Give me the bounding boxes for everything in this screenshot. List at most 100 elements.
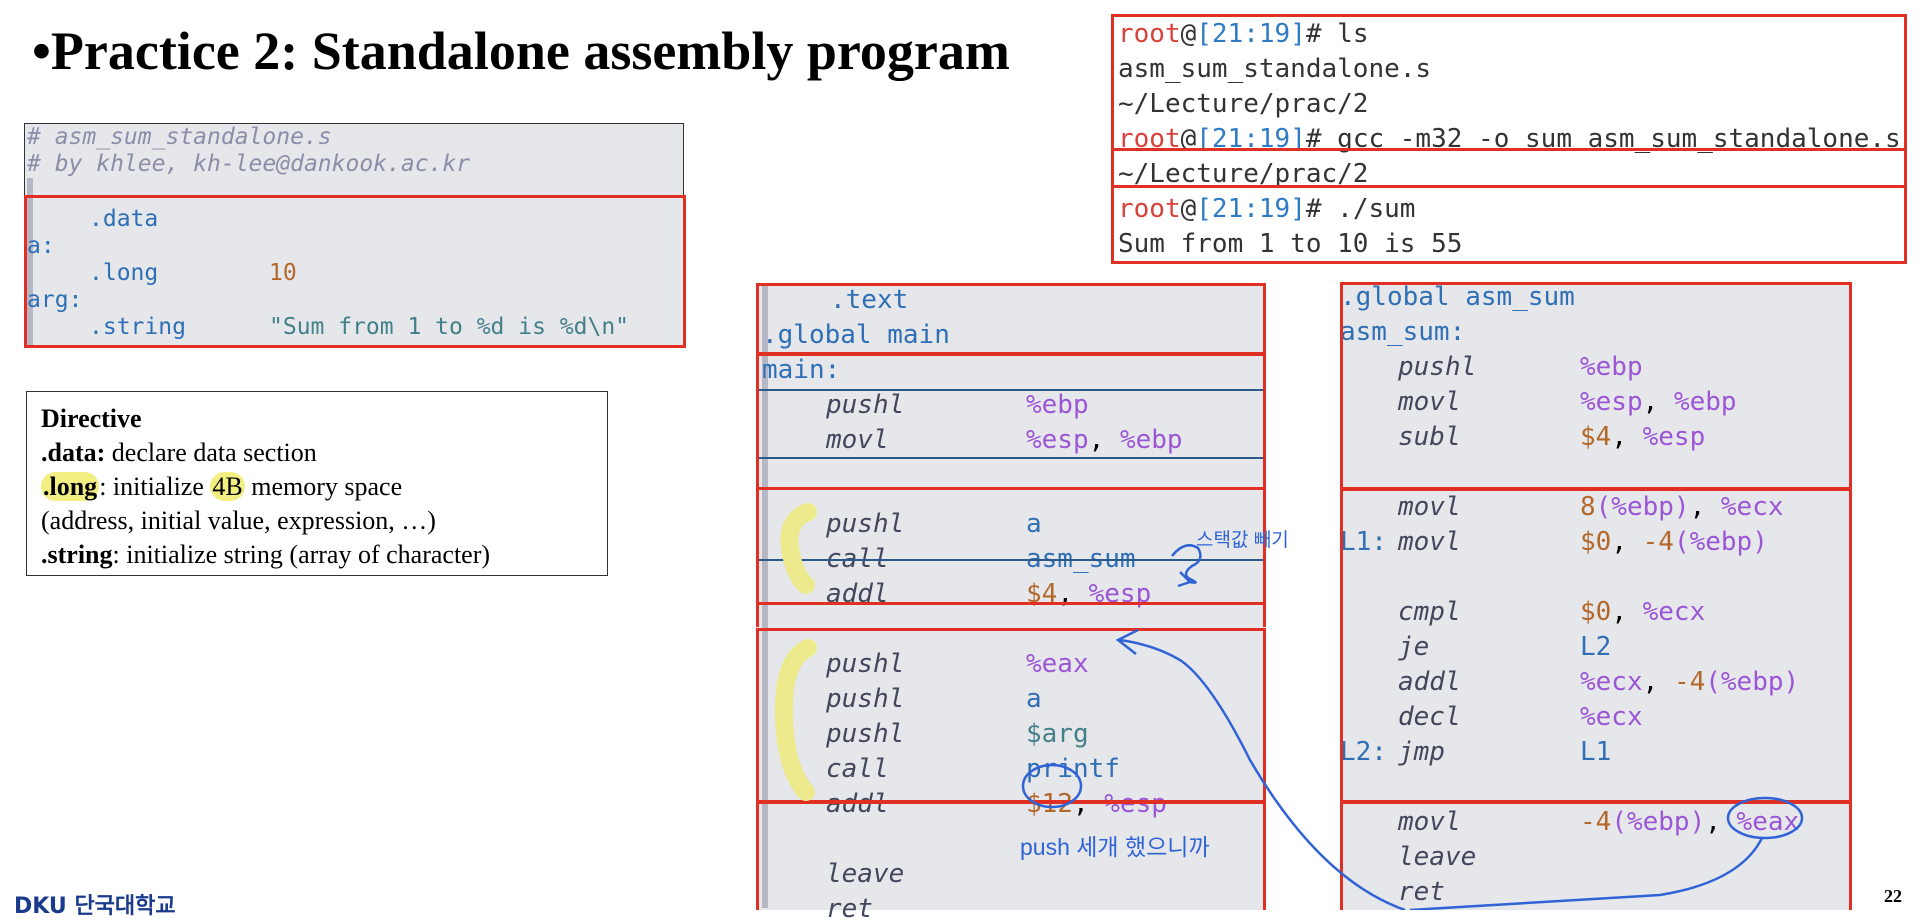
asm-sum-instruction-row: movl %esp, %ebp <box>1398 387 1737 417</box>
instruction-operands: %esp, %ebp <box>1580 387 1737 417</box>
return-arrow <box>1409 837 1764 910</box>
instruction-mnemonic: movl <box>1398 387 1461 417</box>
instruction-operands: %eax <box>1026 649 1089 679</box>
asm-sum-instruction-row: movl$0, -4(%ebp) <box>1398 527 1768 557</box>
page-number: 22 <box>1884 886 1902 906</box>
instruction-mnemonic: je <box>1398 632 1430 662</box>
directive-long-row: .long: initialize 4B memory space <box>41 470 593 504</box>
asm-sum-instruction-row: je L2 <box>1398 632 1611 662</box>
instruction-mnemonic: pushl <box>826 390 905 420</box>
asm-sum-label: asm_sum: <box>1340 317 1466 347</box>
string-directive: .string <box>89 314 186 340</box>
instruction-mnemonic: ret <box>1398 877 1445 907</box>
circle-mark <box>1726 796 1804 840</box>
asm-sum-instruction-row: ret <box>1398 877 1445 907</box>
terminal-line-6: root@[21:19]# ./sum <box>1118 194 1416 224</box>
return-arrow <box>1119 638 1406 910</box>
asm-sum-instruction-row: subl $4, %esp <box>1398 422 1705 452</box>
instruction-operands: $4, %esp <box>1580 422 1706 452</box>
main-instruction-row: pushl a <box>826 684 1042 714</box>
global-main-line: .global main <box>762 320 950 350</box>
instruction-operands: a <box>1026 509 1042 539</box>
asm-sum-instruction-row: leave <box>1398 842 1476 872</box>
instruction-operands: %ebp <box>1580 352 1643 382</box>
directive-long-term: .long <box>41 472 100 501</box>
instruction-mnemonic: movl <box>826 425 889 455</box>
title-text: Practice 2: Standalone assembly program <box>50 21 1010 81</box>
asm-sum-instruction-row: movl-4(%ebp), %eax <box>1398 807 1799 837</box>
instruction-operands: %ecx <box>1580 702 1643 732</box>
asm-sum-return-box <box>1340 800 1852 910</box>
arrow-head <box>1115 628 1139 655</box>
label-a: a: <box>27 233 55 259</box>
code-comment-1: # asm_sum_standalone.s <box>27 124 332 150</box>
main-instruction-row: pushl%eax <box>826 649 1089 679</box>
instruction-operands: %esp, %ebp <box>1026 425 1183 455</box>
instruction-operands: a <box>1026 684 1042 714</box>
asm-sum-instruction-row: addl %ecx, -4(%ebp) <box>1398 667 1799 697</box>
directive-string-row: .string: initialize string (array of cha… <box>41 538 593 572</box>
instruction-operands: L2 <box>1580 632 1612 662</box>
directive-string-desc: : initialize string (array of character) <box>112 540 491 569</box>
push-note: push 세개 했으니까 <box>1020 834 1210 860</box>
instruction-mnemonic: pushl <box>826 719 905 749</box>
code-comment-2: # by khlee, kh-lee@dankook.ac.kr <box>27 151 471 177</box>
terminal-line-1: root@[21:19]# ls <box>1118 19 1369 49</box>
instruction-operands: $0, %ecx <box>1580 597 1706 627</box>
instruction-operands: printf <box>1026 754 1120 784</box>
directive-long-size: 4B <box>210 472 245 501</box>
directive-heading: Directive <box>41 404 142 433</box>
instruction-mnemonic: jmp <box>1398 737 1445 767</box>
instruction-mnemonic: subl <box>1398 422 1461 452</box>
slide-title: •Practice 2: Standalone assembly program <box>32 20 1010 82</box>
data-section-highlight <box>24 195 686 348</box>
instruction-mnemonic: call <box>826 754 889 784</box>
call-asm-sum-box <box>756 487 1266 605</box>
instruction-mnemonic: decl <box>1398 702 1461 732</box>
instruction-mnemonic: pushl <box>826 684 905 714</box>
string-value: "Sum from 1 to %d is %d\n" <box>269 314 630 340</box>
main-label: main: <box>762 355 841 385</box>
instruction-mnemonic: pushl <box>1398 352 1477 382</box>
data-directive: .data <box>89 206 159 232</box>
asm-sum-instruction-row: decl %ecx <box>1398 702 1643 732</box>
directive-box: Directive .data: declare data section .l… <box>26 391 608 576</box>
main-instruction-row: movl %esp, %ebp <box>826 425 1183 455</box>
instruction-mnemonic: cmpl <box>1398 597 1461 627</box>
university-logo: DKU 단국대학교 <box>14 894 176 919</box>
divider-line <box>759 457 1263 459</box>
instruction-mnemonic: addl <box>826 789 889 819</box>
main-instruction-row: pushl $arg <box>826 719 1089 749</box>
main-gutter <box>762 285 768 908</box>
directive-data-row: .data: declare data section <box>41 436 593 470</box>
instruction-mnemonic: leave <box>826 859 905 889</box>
curl-arrow-head <box>1177 571 1193 588</box>
global-asm-sum-line: .global asm_sum <box>1340 282 1575 312</box>
asm-sum-function-code: .global asm_sum asm_sum: L1: L2: pushl%e… <box>1340 282 1850 910</box>
instruction-operands: -4(%ebp), %eax <box>1580 807 1800 837</box>
l1-label: L1: <box>1340 527 1387 557</box>
instruction-mnemonic: addl <box>1398 667 1461 697</box>
instruction-operands: %ecx, -4(%ebp) <box>1580 667 1800 697</box>
instruction-operands: L1 <box>1580 737 1612 767</box>
instruction-operands: $arg <box>1026 719 1089 749</box>
divider-line <box>759 389 1263 391</box>
directive-data-term: .data: <box>41 438 106 467</box>
main-instruction-row: pushl%ebp <box>826 390 1089 420</box>
circle-mark <box>1021 763 1083 809</box>
main-instruction-row: leave <box>826 859 904 889</box>
asm-sum-instruction-row: cmpl $0, %ecx <box>1398 597 1705 627</box>
main-epilogue-box <box>756 800 1266 910</box>
bracket-highlight <box>774 639 817 801</box>
instruction-mnemonic: movl <box>1398 492 1461 522</box>
directive-data-desc: declare data section <box>105 438 317 467</box>
asm-sum-instruction-row: jmp L1 <box>1398 737 1611 767</box>
stack-note: 스택값 빼기 <box>1196 530 1289 551</box>
terminal-line-7: Sum from 1 to 10 is 55 <box>1118 229 1463 259</box>
instruction-mnemonic: leave <box>1398 842 1477 872</box>
terminal-line-3: ~/Lecture/prac/2 <box>1118 89 1369 119</box>
instruction-mnemonic: movl <box>1398 527 1461 557</box>
bracket-highlight <box>780 503 817 594</box>
